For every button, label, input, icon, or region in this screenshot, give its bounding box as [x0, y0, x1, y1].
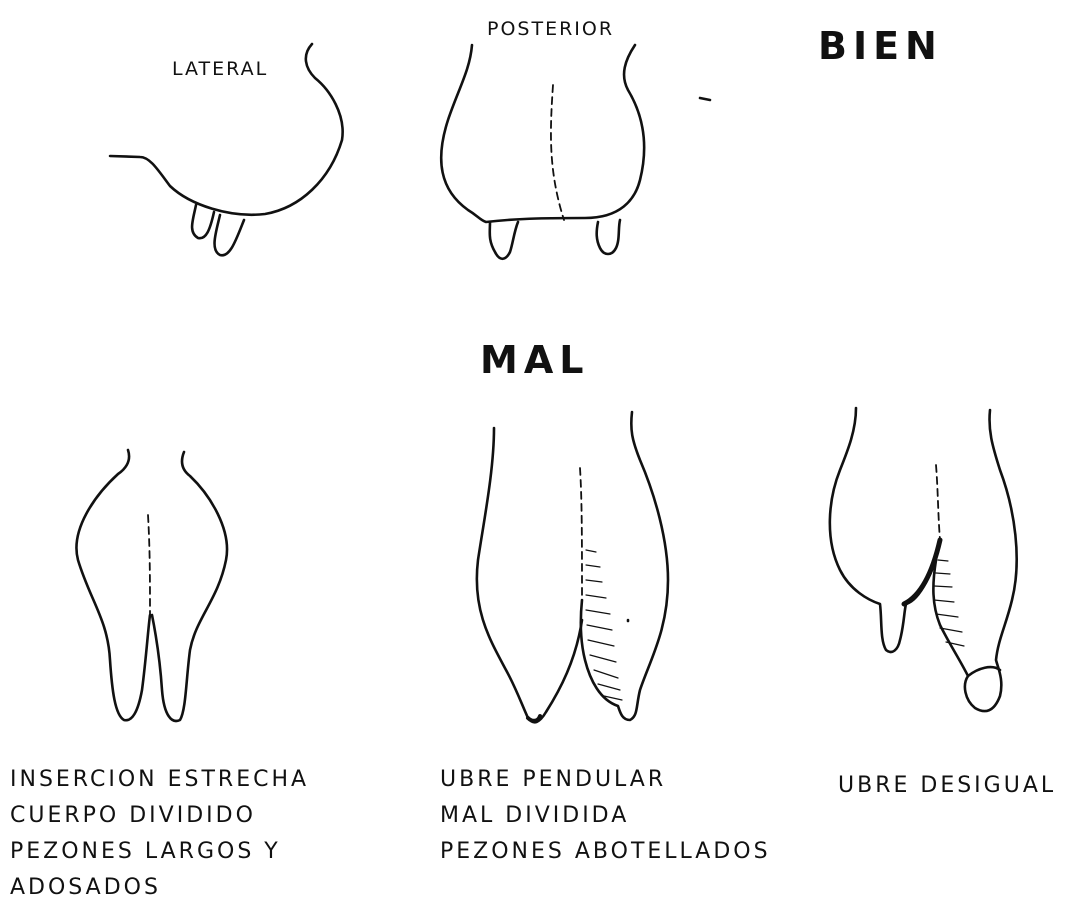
bad-narrow-insertion-udder — [76, 450, 227, 721]
hatching — [934, 560, 964, 646]
bad-uneven-udder — [830, 408, 1017, 711]
good-posterior-udder — [441, 45, 710, 259]
bad-pendulous-udder — [477, 412, 668, 722]
good-lateral-udder — [110, 44, 343, 255]
